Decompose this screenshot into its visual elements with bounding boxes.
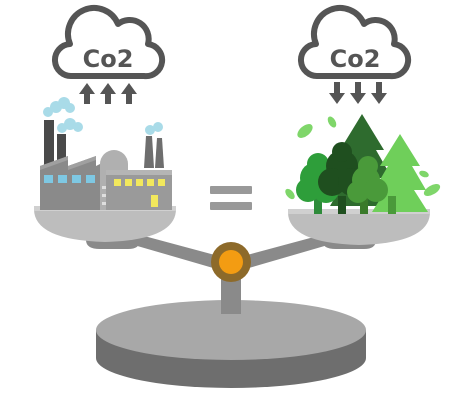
round-tree: [347, 156, 388, 203]
factory-building: [106, 170, 172, 210]
arrow-up-icon: [100, 83, 116, 104]
factory-icon: [40, 97, 172, 210]
equals-icon: [210, 186, 252, 210]
cloud-icon: [52, 5, 166, 80]
right-pan-bowl: [288, 212, 430, 245]
right-cloud: Co2: [298, 5, 412, 80]
factory-windows-lit: [114, 179, 165, 207]
cloud-label-left: Co2: [83, 45, 134, 73]
scale-pivot: [211, 242, 251, 282]
chimney: [57, 134, 66, 166]
pivot-core: [219, 250, 243, 274]
right-pan-rim: [288, 209, 430, 214]
emission-arrows: [79, 83, 137, 104]
arrow-down-icon: [350, 82, 366, 104]
left-pan-stem: [86, 240, 140, 249]
round-tree: [318, 142, 366, 196]
chimney: [155, 138, 164, 168]
base-top: [96, 300, 366, 360]
chimney: [144, 136, 154, 168]
left-cloud: Co2: [52, 5, 166, 80]
right-pan: [288, 209, 430, 249]
left-pan-bowl: [34, 209, 176, 242]
factory-windows: [44, 175, 95, 183]
chimney: [44, 120, 54, 166]
leaf-icon: [285, 116, 441, 200]
arrow-down-icon: [371, 82, 387, 104]
scale-base: [96, 300, 366, 388]
tree-icon: [285, 114, 441, 214]
smoke-icon: [43, 97, 163, 135]
cloud-label-right: Co2: [330, 45, 381, 73]
arrow-up-icon: [79, 83, 95, 104]
absorption-arrows: [329, 82, 387, 104]
cloud-icon: [298, 5, 412, 80]
arrow-down-icon: [329, 82, 345, 104]
arrow-up-icon: [121, 83, 137, 104]
